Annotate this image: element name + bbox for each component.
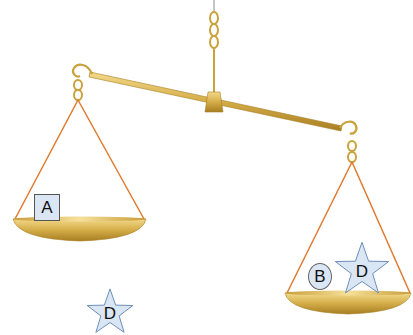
left-pan: [13, 219, 146, 241]
shape-label: D: [356, 263, 368, 280]
hanger: [213, 48, 215, 92]
weight-star: D: [334, 240, 390, 296]
shape-label: A: [41, 199, 52, 216]
star-shape: [335, 242, 388, 293]
chain: [210, 12, 218, 48]
thread: [213, 0, 214, 12]
weight-square: A: [34, 194, 60, 221]
pivot: [205, 92, 223, 112]
left-hook: [73, 65, 92, 77]
shape-label: B: [314, 268, 325, 285]
right-rings: [348, 141, 356, 162]
right-pan: [285, 293, 411, 314]
pan-strings: [15, 100, 410, 293]
shape-label: D: [104, 305, 116, 322]
right-hook: [340, 122, 356, 134]
star-shape: [87, 289, 133, 332]
loose-star: D: [86, 287, 134, 335]
left-pan-rim: [13, 217, 146, 222]
weight-circle: B: [308, 263, 332, 290]
left-rings: [74, 80, 82, 100]
beam: [89, 72, 342, 131]
